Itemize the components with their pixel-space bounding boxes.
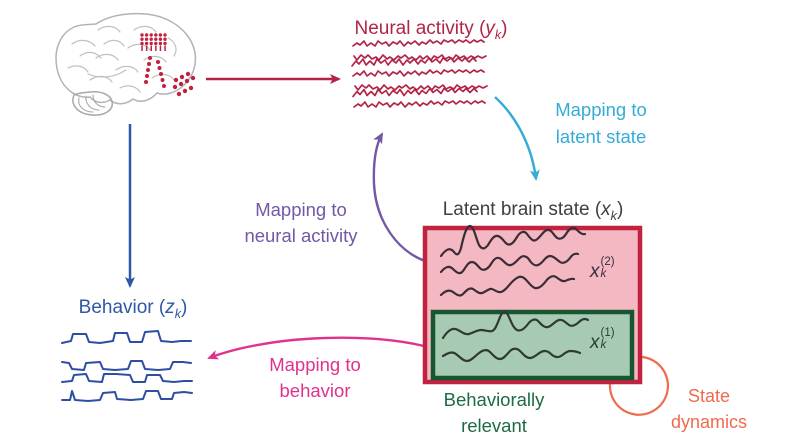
- depth-electrodes: [144, 56, 166, 88]
- cerebellum-folds: [78, 94, 106, 113]
- mapping-to-latent-label: Mapping to latent state: [555, 99, 647, 147]
- behaviorally-relevant-box: [430, 309, 635, 381]
- neural-activity-label-text: Neural activity (: [354, 18, 486, 39]
- mapping-to-neural-label: Mapping to neural activity: [244, 199, 358, 246]
- state-dynamics-label: State dynamics: [670, 386, 748, 432]
- neural-activity-label: Neural activity (yk): [354, 18, 508, 42]
- behavior-label: Behavior (zk): [78, 297, 188, 321]
- arrow-mapping-to-behavior: [207, 336, 425, 360]
- latent-x2-label: x(2)k: [590, 256, 615, 282]
- cerebellum-outline: [72, 91, 113, 116]
- brain-gyri-lines: [67, 25, 177, 93]
- neural-activity-variable: y: [485, 18, 495, 39]
- behaviorally-relevant-label: Behaviorally relevant: [443, 389, 545, 436]
- arrow-mapping-to-latent: [494, 96, 540, 181]
- latent-relevant-traces: [441, 310, 590, 363]
- neural-activity-subscript: k: [494, 27, 502, 42]
- ecog-electrodes: [172, 71, 196, 97]
- mapping-to-behavior-label: Mapping to behavior: [269, 354, 361, 401]
- latent-brain-state-label: Latent brain state (xk): [442, 199, 624, 223]
- brain-illustration: [55, 12, 197, 116]
- behavior-traces: [61, 330, 193, 402]
- utah-array-electrodes: [140, 33, 167, 51]
- brain-outline: [55, 12, 197, 105]
- latent-other-traces: [439, 224, 587, 297]
- latent-x1-label: x(1)k: [590, 327, 615, 353]
- neural-activity-traces: [351, 39, 488, 108]
- arrow-mapping-to-neural: [372, 132, 426, 263]
